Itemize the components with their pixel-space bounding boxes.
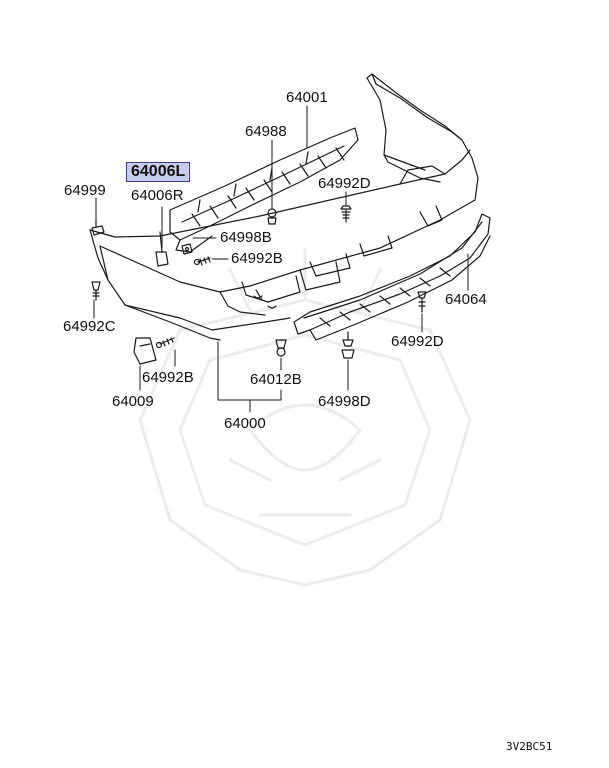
callout-64992b-mid: 64992B <box>231 250 283 267</box>
callout-64998d: 64998D <box>318 393 371 410</box>
step-garnish-64064 <box>293 213 491 341</box>
callout-64999: 64999 <box>64 182 106 199</box>
callout-64001: 64001 <box>286 89 328 106</box>
watermark-emblem <box>138 248 472 587</box>
callout-64006r: 64006R <box>131 187 184 204</box>
callout-64998b: 64998B <box>220 229 272 246</box>
callout-64009: 64009 <box>112 393 154 410</box>
leader-lines <box>93 105 469 413</box>
callout-64992b-low: 64992B <box>142 369 194 386</box>
bumper-absorber-64001 <box>169 127 359 253</box>
callout-64012b: 64012B <box>250 371 302 388</box>
callout-64992d-right: 64992D <box>391 333 444 350</box>
callout-64064: 64064 <box>445 291 487 308</box>
callout-64988: 64988 <box>245 123 287 140</box>
callout-64006l-highlighted: 64006L <box>126 162 191 182</box>
callout-64992c: 64992C <box>63 318 116 335</box>
fasteners <box>91 205 427 365</box>
callout-64992d-top: 64992D <box>318 175 371 192</box>
bumper-fascia-64000 <box>89 73 479 341</box>
figure-code: 3V2BC51 <box>506 740 553 753</box>
callout-64000: 64000 <box>224 415 266 432</box>
